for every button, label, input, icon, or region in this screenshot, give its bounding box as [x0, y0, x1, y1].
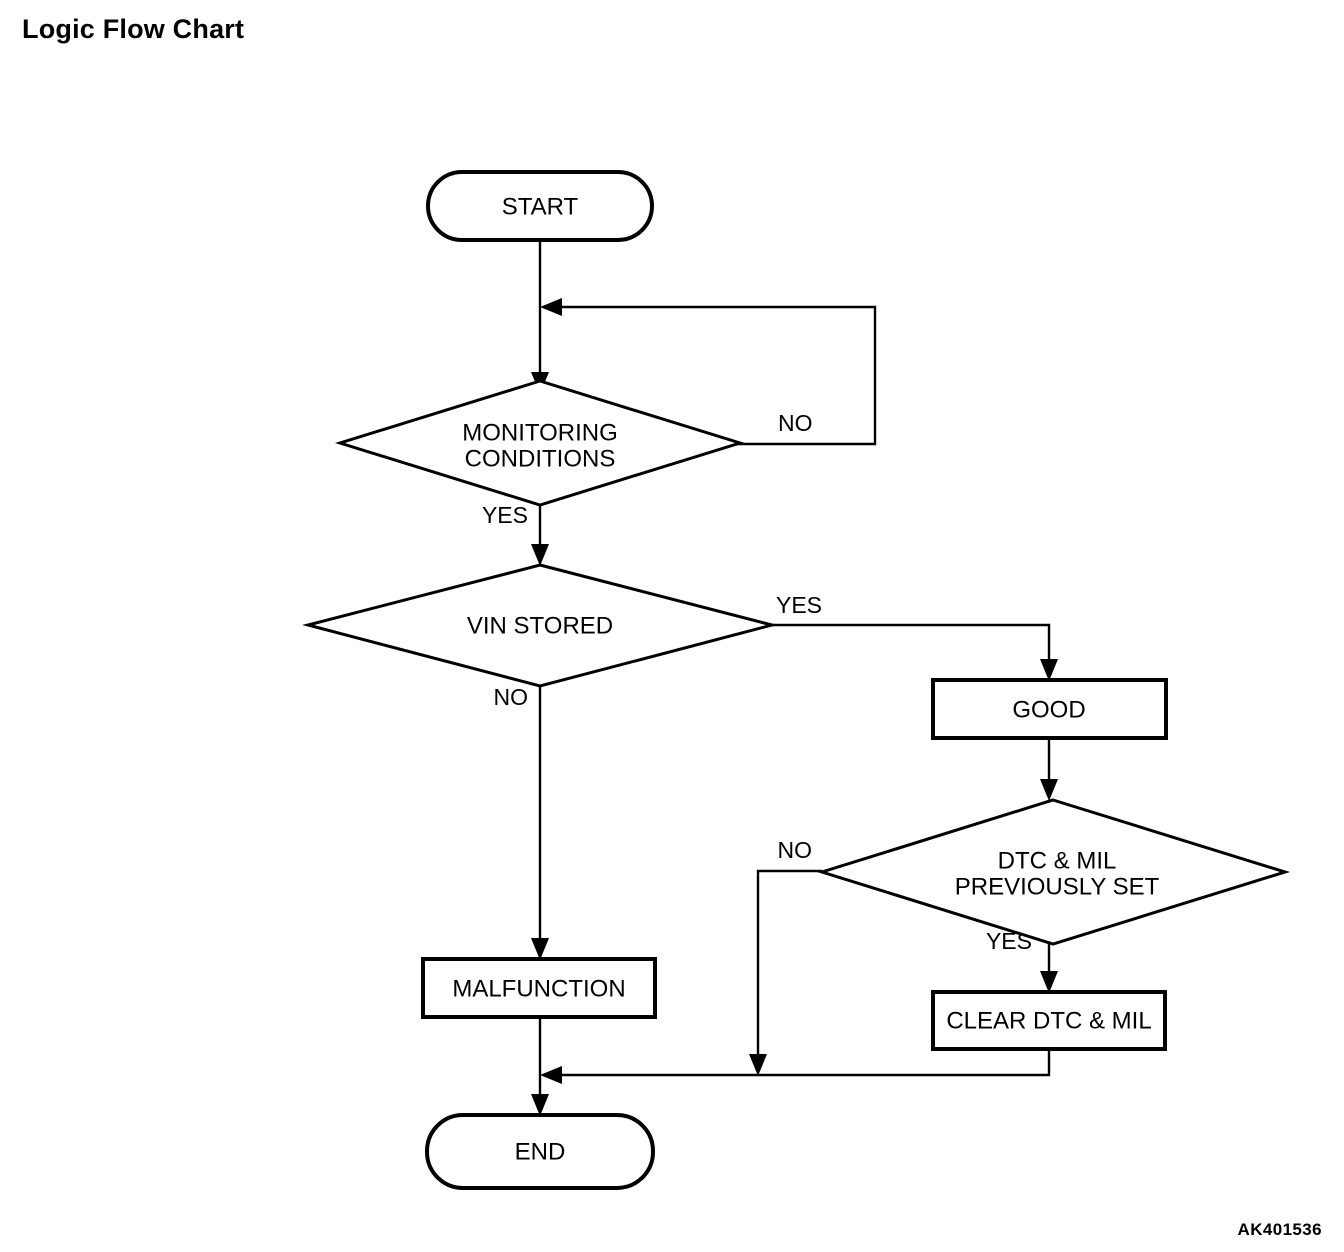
edge-label-vin-no: NO: [494, 684, 529, 710]
process-shape: [421, 957, 657, 1019]
arrowhead-down-icon: [531, 938, 549, 960]
node-dtc-mil-previously-set[interactable]: DTC & MIL PREVIOUSLY SET: [816, 798, 1291, 946]
edge-label-monitoring-no: NO: [778, 410, 813, 436]
edge-good-to-dtcmil: [1040, 738, 1058, 801]
edge-start-to-monitoring: [531, 240, 549, 394]
node-label-dtcmil-line1: DTC & MIL: [998, 847, 1117, 874]
edge-monitoring-yes-to-vin: YES: [482, 501, 549, 566]
node-start[interactable]: START: [426, 170, 654, 242]
node-label-monitoring-line2: CONDITIONS: [465, 445, 616, 472]
decision-shape: [334, 379, 746, 507]
node-label-good: GOOD: [1012, 696, 1085, 723]
node-label-vin-stored: VIN STORED: [467, 612, 613, 639]
edge-malfunction-to-end: [531, 1017, 549, 1116]
decision-shape: [816, 798, 1291, 946]
node-label-malfunction: MALFUNCTION: [452, 975, 625, 1002]
edge-line: [756, 869, 822, 1063]
edge-dtcmil-no-to-end: NO: [749, 837, 822, 1076]
edge-monitoring-no-loop: NO: [540, 298, 877, 446]
arrowhead-down-icon: [531, 1094, 549, 1116]
terminator-shape: [425, 1113, 655, 1190]
edge-vin-yes-to-good: YES: [772, 592, 1058, 681]
arrowhead-down-icon: [531, 544, 549, 566]
node-good[interactable]: GOOD: [931, 678, 1168, 740]
node-label-clear-dtc-mil: CLEAR DTC & MIL: [946, 1007, 1151, 1034]
node-malfunction[interactable]: MALFUNCTION: [421, 957, 657, 1019]
edge-line: [556, 1049, 1051, 1077]
edge-label-dtcmil-no: NO: [778, 837, 813, 863]
node-label-start: START: [502, 193, 579, 220]
edge-dtcmil-yes-to-cleardtc: YES: [986, 928, 1058, 993]
arrowhead-down-icon: [1040, 659, 1058, 681]
arrowhead-down-icon: [749, 1054, 767, 1076]
node-label-end: END: [515, 1138, 566, 1165]
node-clear-dtc-mil[interactable]: CLEAR DTC & MIL: [931, 990, 1167, 1051]
node-label-monitoring-line1: MONITORING: [462, 419, 618, 446]
edge-label-monitoring-yes: YES: [482, 502, 528, 528]
process-shape: [931, 990, 1167, 1051]
edge-cleardtc-to-end: [540, 1049, 1051, 1084]
arrowhead-down-icon: [1040, 779, 1058, 801]
node-label-dtcmil-line2: PREVIOUSLY SET: [955, 873, 1160, 900]
arrowhead-down-icon: [1040, 971, 1058, 993]
node-monitoring-conditions[interactable]: MONITORING CONDITIONS: [334, 379, 746, 507]
edge-line: [556, 305, 877, 446]
figure-reference: AK401536: [1237, 1220, 1322, 1239]
node-vin-stored[interactable]: VIN STORED: [302, 563, 778, 688]
terminator-shape: [426, 170, 654, 242]
decision-shape: [302, 563, 778, 688]
edge-vin-no-to-malfunction: NO: [494, 684, 549, 960]
edge-label-vin-yes: YES: [776, 592, 822, 618]
arrowhead-left-icon: [540, 1066, 562, 1084]
process-shape: [931, 678, 1168, 740]
node-end[interactable]: END: [425, 1113, 655, 1190]
arrowhead-left-icon: [540, 298, 562, 316]
edge-line: [772, 623, 1051, 668]
page-title: Logic Flow Chart: [22, 14, 245, 44]
